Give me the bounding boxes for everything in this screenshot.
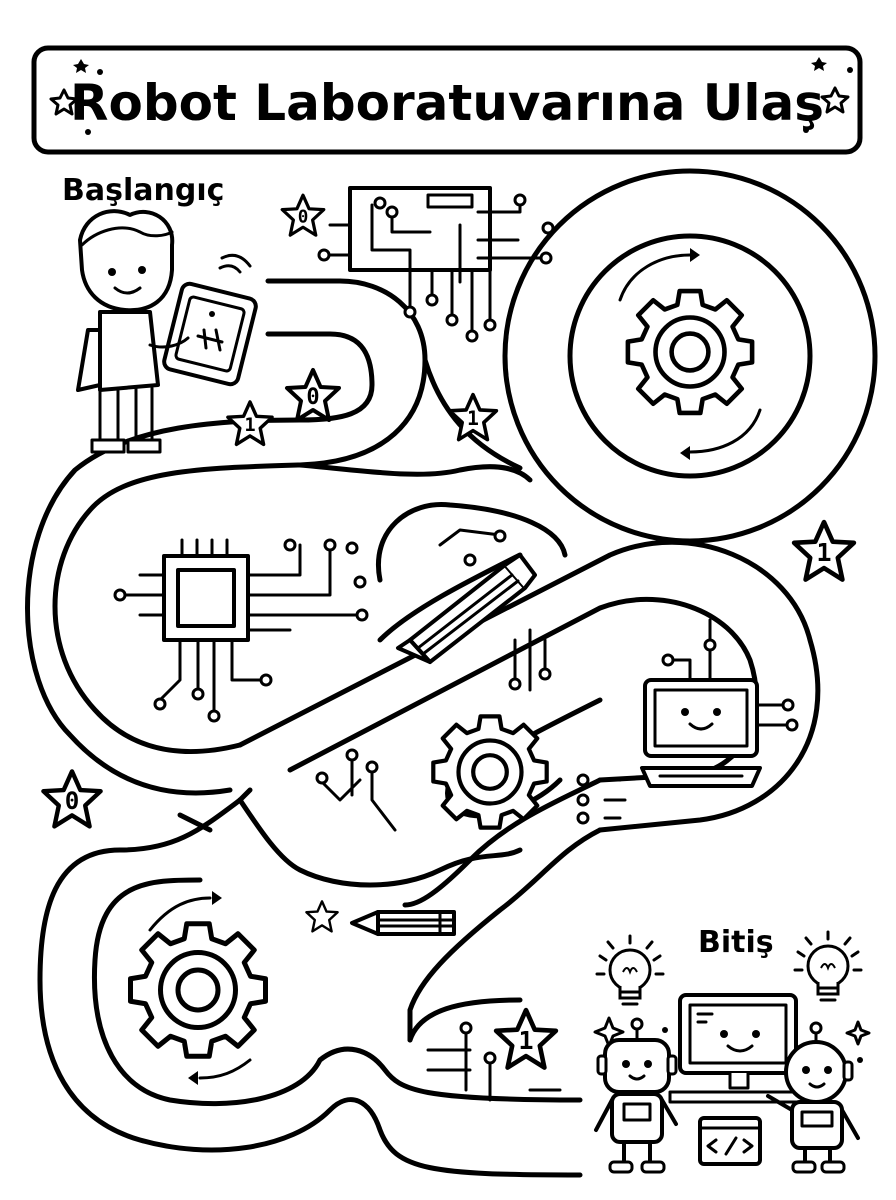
title-banner xyxy=(31,45,863,155)
gear-icon xyxy=(433,716,546,827)
cpu-chip-icon xyxy=(113,538,369,723)
sparkle-star-icon xyxy=(49,57,853,135)
svg-text:1: 1 xyxy=(816,538,831,567)
child-with-tablet-icon xyxy=(76,209,258,454)
gear-icon xyxy=(131,924,266,1057)
number-star[interactable]: 1 xyxy=(226,400,274,447)
maze-path[interactable] xyxy=(25,168,878,1178)
number-star[interactable]: 0 xyxy=(43,771,100,826)
number-star[interactable]: 0 xyxy=(280,193,326,237)
decorative-star-icon xyxy=(305,900,339,933)
robot-icon xyxy=(766,1021,860,1174)
circuit-board-icon xyxy=(317,186,555,343)
rotation-arrows-icon xyxy=(148,248,762,1085)
robot-icon xyxy=(594,1017,678,1174)
pencil-icon xyxy=(396,553,537,664)
gear-icon xyxy=(628,291,752,413)
number-star[interactable]: 1 xyxy=(496,1010,556,1068)
svg-text:1: 1 xyxy=(518,1026,533,1055)
sparkle-icon xyxy=(593,1016,871,1063)
number-star[interactable]: 0 xyxy=(285,368,341,422)
number-star[interactable]: 1 xyxy=(794,522,854,580)
svg-text:0: 0 xyxy=(65,787,80,815)
finish-label: Bitiş xyxy=(698,925,774,960)
pencil-icon xyxy=(350,910,456,936)
code-window-icon xyxy=(698,1116,762,1166)
computer-monitor-icon xyxy=(640,618,799,788)
light-bulb-icon xyxy=(595,934,665,1006)
svg-text:1: 1 xyxy=(467,407,479,430)
circuit-traces-icon xyxy=(426,1021,562,1102)
svg-text:1: 1 xyxy=(244,415,255,436)
page-title: Robot Laboratuvarına Ulaş xyxy=(70,74,824,132)
light-bulb-icon xyxy=(793,930,863,1002)
computer-monitor-icon xyxy=(668,993,808,1104)
number-star[interactable]: 1 xyxy=(447,392,499,442)
svg-text:0: 0 xyxy=(298,207,309,227)
svg-text:0: 0 xyxy=(306,385,319,410)
start-label: Başlangıç xyxy=(62,173,224,208)
circuit-traces-icon xyxy=(315,528,627,832)
